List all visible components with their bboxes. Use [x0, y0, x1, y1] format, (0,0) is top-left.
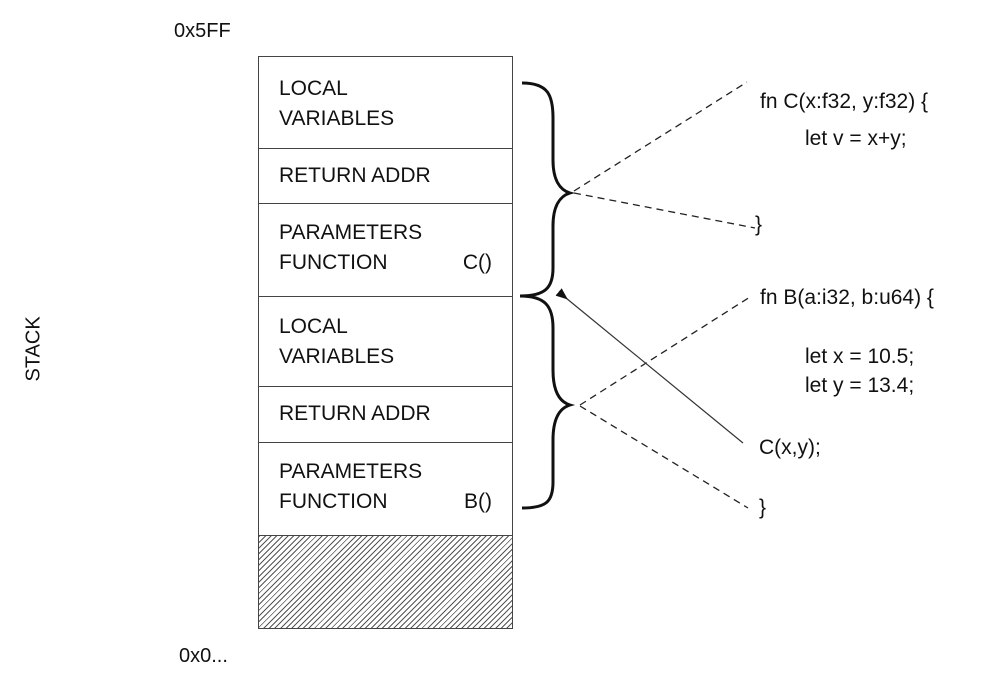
- fn-c-close-brace: }: [755, 213, 763, 236]
- fn-b-body-line: let x = 10.5;: [805, 345, 915, 368]
- frame-c-parameters: PARAMETERS FUNCTION C(): [259, 204, 512, 297]
- bottom-address-label: 0x0...: [179, 645, 228, 667]
- row-text-line: PARAMETERS: [279, 460, 423, 483]
- row-text-line: VARIABLES: [279, 107, 395, 130]
- fn-b-signature: fn B(a:i32, b:u64) {: [760, 286, 934, 309]
- row-text-line: LOCAL: [279, 77, 348, 100]
- fn-c-end-connector: [573, 192, 756, 229]
- fn-c-start-connector: [573, 81, 748, 192]
- top-address-label: 0x5FF: [174, 20, 231, 42]
- frame-c-return-addr: RETURN ADDR: [259, 149, 512, 204]
- row-text-line: RETURN ADDR: [279, 402, 431, 425]
- free-stack-region: [259, 536, 512, 628]
- row-text-line: FUNCTION: [279, 490, 388, 513]
- frame-b-return-addr: RETURN ADDR: [259, 387, 512, 443]
- row-text-line: RETURN ADDR: [279, 164, 431, 187]
- fn-b-end-connector: [579, 405, 749, 509]
- fn-c-body-line: let v = x+y;: [805, 127, 907, 150]
- fn-b-start-connector: [579, 296, 751, 406]
- row-text-line: PARAMETERS: [279, 221, 423, 244]
- frame-c-function-tag: C(): [462, 251, 492, 274]
- frame-c-brace: [519, 81, 576, 298]
- call-arrow: [555, 288, 744, 444]
- frame-b-function-tag: B(): [464, 490, 492, 513]
- frame-b-local-variables: LOCAL VARIABLES: [259, 297, 512, 387]
- fn-b-call-line: C(x,y);: [759, 436, 821, 459]
- frame-b-parameters: PARAMETERS FUNCTION B(): [259, 443, 512, 536]
- fn-c-signature: fn C(x:f32, y:f32) {: [760, 90, 929, 113]
- frame-b-brace: [519, 294, 576, 510]
- row-text-line: VARIABLES: [279, 345, 395, 368]
- frame-c-local-variables: LOCAL VARIABLES: [259, 57, 512, 149]
- stack-diagram: LOCAL VARIABLES RETURN ADDR PARAMETERS F…: [258, 56, 513, 629]
- fn-b-body-line: let y = 13.4;: [805, 374, 915, 397]
- row-text-line: FUNCTION: [279, 251, 388, 274]
- row-text-line: LOCAL: [279, 315, 348, 338]
- fn-b-close-brace: }: [759, 496, 767, 519]
